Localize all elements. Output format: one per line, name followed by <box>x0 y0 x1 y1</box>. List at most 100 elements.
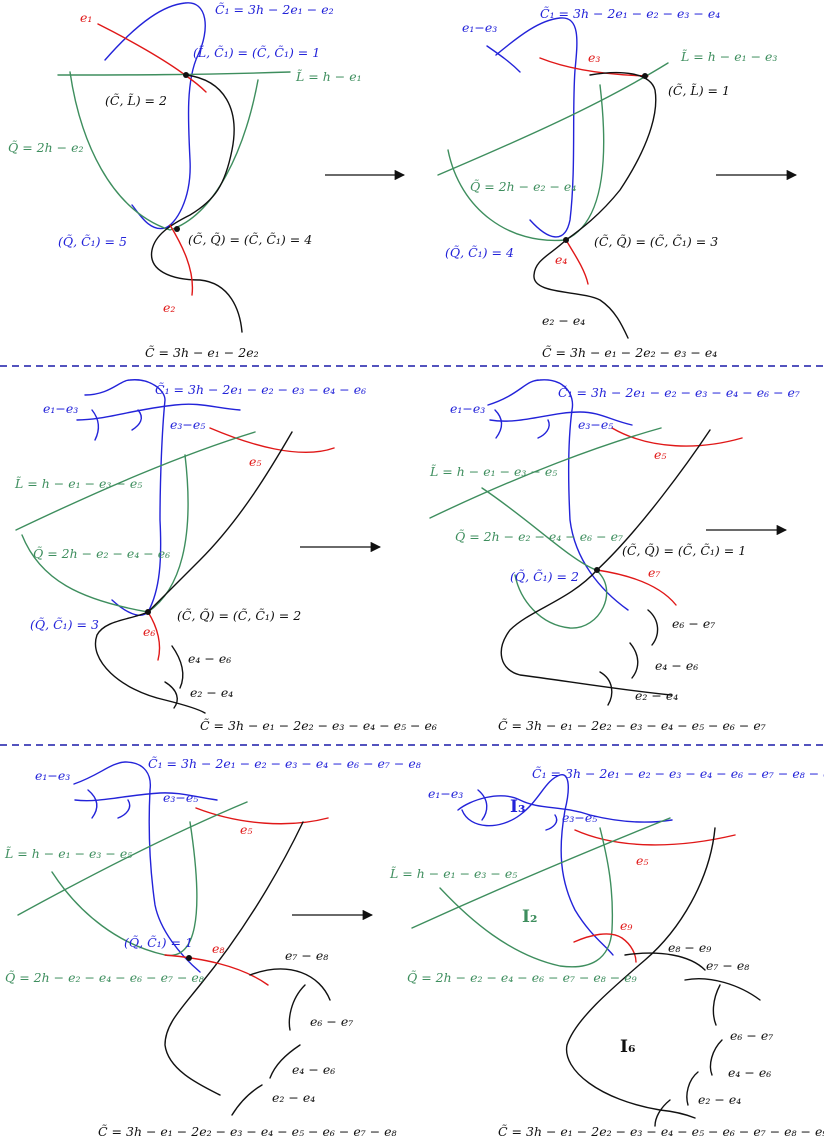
label-c: C̃ = 3h − e₁ − 2e₂ − e₃ − e₄ − e₅ − e₆ <box>200 718 437 733</box>
label-e7e8: e₇ − e₈ <box>285 948 328 963</box>
label-e5: e₅ <box>240 822 252 837</box>
label-e3e5: e₃−e₅ <box>562 810 597 825</box>
curve-c <box>565 827 716 1119</box>
label-e6e7: e₆ − e₇ <box>672 616 715 631</box>
curve-e1e3-cross <box>87 789 98 819</box>
curve-c <box>94 431 293 714</box>
panel-3: C̃₁ = 3h − 2e₁ − e₂ − e₃ − e₄ − e₆ e₁−e₃… <box>14 379 437 733</box>
label-cq: (C̃, Q̃) = (C̃, C̃₁) = 1 <box>622 543 746 558</box>
label-q: Q̃ = 2h − e₂ − e₄ − e₆ − e₇ <box>455 529 623 544</box>
label-cl: (C̃, L̃) = 1 <box>668 83 730 98</box>
curve-e2e4 <box>599 671 613 706</box>
label-l: L̃ = h − e₁ − e₃ − e₅ <box>4 846 132 861</box>
panel-2: C̃₁ = 3h − 2e₁ − e₂ − e₃ − e₄ e₁−e₃ e₃ L… <box>437 6 777 360</box>
label-e3e5: e₃−e₅ <box>578 417 613 432</box>
label-lc1: (L̃, C̃₁) = (C̃, C̃₁) = 1 <box>193 45 320 60</box>
curve-e6e7 <box>709 1039 723 1076</box>
label-e8: e₈ <box>212 941 224 956</box>
label-c1: C̃₁ = 3h − 2e₁ − e₂ − e₃ − e₄ − e₆ <box>155 382 366 397</box>
curve-c <box>150 74 243 333</box>
label-c: C̃ = 3h − e₁ − 2e₂ <box>145 345 259 360</box>
label-e1e3: e₁−e₃ <box>35 768 70 783</box>
label-c1: C̃₁ = 3h − 2e₁ − e₂ − e₃ − e₄ <box>540 6 720 21</box>
region-i2: I₂ <box>522 907 537 927</box>
label-e8e9: e₈ − e₉ <box>668 940 711 955</box>
label-e2e4: e₂ − e₄ <box>542 313 585 328</box>
label-e4e6: e₄ − e₆ <box>188 651 231 666</box>
label-e3: e₃ <box>588 50 600 65</box>
label-c: C̃ = 3h − e₁ − 2e₂ − e₃ − e₄ − e₅ − e₆ −… <box>98 1124 397 1139</box>
curve-e1e3-cross <box>91 409 100 441</box>
label-cl: (C̃, L̃) = 2 <box>105 93 167 108</box>
panel-6: C̃₁ = 3h − 2e₁ − e₂ − e₃ − e₄ − e₆ − e₇ … <box>389 766 824 1139</box>
curve-e2 <box>169 224 194 296</box>
label-q: Q̃ = 2h − e₂ − e₄ − e₆ − e₇ − e₈ <box>5 970 204 985</box>
label-c1: C̃₁ = 3h − 2e₁ − e₂ − e₃ − e₄ − e₆ − e₇ … <box>532 766 824 781</box>
curve-e6e7 <box>288 984 306 1031</box>
curve-q <box>447 84 605 242</box>
region-i3: I₃ <box>510 797 525 817</box>
curve-e2e4 <box>164 681 178 709</box>
curve-e9 <box>573 933 637 963</box>
curve-e6e7 <box>647 609 659 646</box>
curve-c <box>164 821 304 1096</box>
curve-e2e4 <box>654 1099 671 1127</box>
label-c: C̃ = 3h − e₁ − 2e₂ − e₃ − e₄ <box>542 345 717 360</box>
curve-c1 <box>104 2 206 230</box>
curve-e2e4 <box>231 1084 263 1116</box>
label-qc1: (Q̃, C̃₁) = 1 <box>124 935 193 950</box>
label-l: L̃ = h − e₁ − e₃ − e₅ <box>429 464 557 479</box>
curve-e3e5-cross <box>117 799 131 819</box>
curve-c1 <box>487 379 629 611</box>
curve-c1 <box>461 774 614 956</box>
label-qc1: (Q̃, C̃₁) = 2 <box>510 569 579 584</box>
label-l: L̃ = h − e₁ − e₃ − e₅ <box>389 866 517 881</box>
curve-l <box>17 801 248 916</box>
intersection-point <box>594 567 600 573</box>
curve-e8e9 <box>624 952 706 971</box>
label-e2e4: e₂ − e₄ <box>190 685 233 700</box>
label-e6e7: e₆ − e₇ <box>310 1014 353 1029</box>
curve-e3e5-cross <box>537 419 550 439</box>
label-e4e6: e₄ − e₆ <box>292 1062 335 1077</box>
curve-e3e5-cross <box>545 814 558 831</box>
label-e1: e₁ <box>80 10 92 25</box>
intersection-point <box>642 73 648 79</box>
curve-e4e6 <box>686 1071 699 1106</box>
panel-5: C̃₁ = 3h − 2e₁ − e₂ − e₃ − e₄ − e₆ − e₇ … <box>4 756 421 1139</box>
curve-e6 <box>147 611 161 661</box>
label-q: Q̃ = 2h − e₂ − e₄ − e₆ <box>33 546 170 561</box>
intersection-point <box>563 237 569 243</box>
intersection-point <box>183 72 189 78</box>
curve-c1 <box>84 379 166 616</box>
label-q: Q̃ = 2h − e₂ <box>8 140 84 155</box>
curve-e1e3-cross <box>477 789 488 821</box>
label-cq: (C̃, Q̃) = (C̃, C̃₁) = 3 <box>594 234 718 249</box>
label-c1: C̃₁ = 3h − 2e₁ − e₂ − e₃ − e₄ − e₆ − e₇ … <box>148 756 421 771</box>
label-e1e3: e₁−e₃ <box>462 20 497 35</box>
curve-e5 <box>209 427 335 454</box>
curve-e7 <box>596 569 677 606</box>
label-e2e4: e₂ − e₄ <box>635 688 678 703</box>
label-cq: (C̃, Q̃) = (C̃, C̃₁) = 4 <box>188 232 312 247</box>
label-e5: e₅ <box>249 454 261 469</box>
intersection-point <box>145 609 151 615</box>
panel-4: C̃₁ = 3h − 2e₁ − e₂ − e₃ − e₄ − e₆ − e₇ … <box>429 379 800 733</box>
label-e4: e₄ <box>555 252 567 267</box>
curve-e4e6 <box>171 645 184 689</box>
curve-q <box>69 71 259 231</box>
label-e1e3: e₁−e₃ <box>428 786 463 801</box>
label-e1e3: e₁−e₃ <box>450 401 485 416</box>
panel-1: C̃₁ = 3h − 2e₁ − e₂ e₁ (L̃, C̃₁) = (C̃, … <box>8 2 362 360</box>
curve-e4e6 <box>269 1044 301 1079</box>
label-e4e6: e₄ − e₆ <box>728 1065 771 1080</box>
curve-e5 <box>611 427 743 447</box>
label-c: C̃ = 3h − e₁ − 2e₂ − e₃ − e₄ − e₅ − e₆ −… <box>498 1124 824 1139</box>
curve-e1e3 <box>486 45 521 73</box>
label-qc1: (Q̃, C̃₁) = 3 <box>30 617 99 632</box>
label-e9: e₉ <box>620 918 632 933</box>
label-e5: e₅ <box>636 853 648 868</box>
label-c: C̃ = 3h − e₁ − 2e₂ − e₃ − e₄ − e₅ − e₆ −… <box>498 718 766 733</box>
label-q: Q̃ = 2h − e₂ − e₄ <box>470 179 576 194</box>
